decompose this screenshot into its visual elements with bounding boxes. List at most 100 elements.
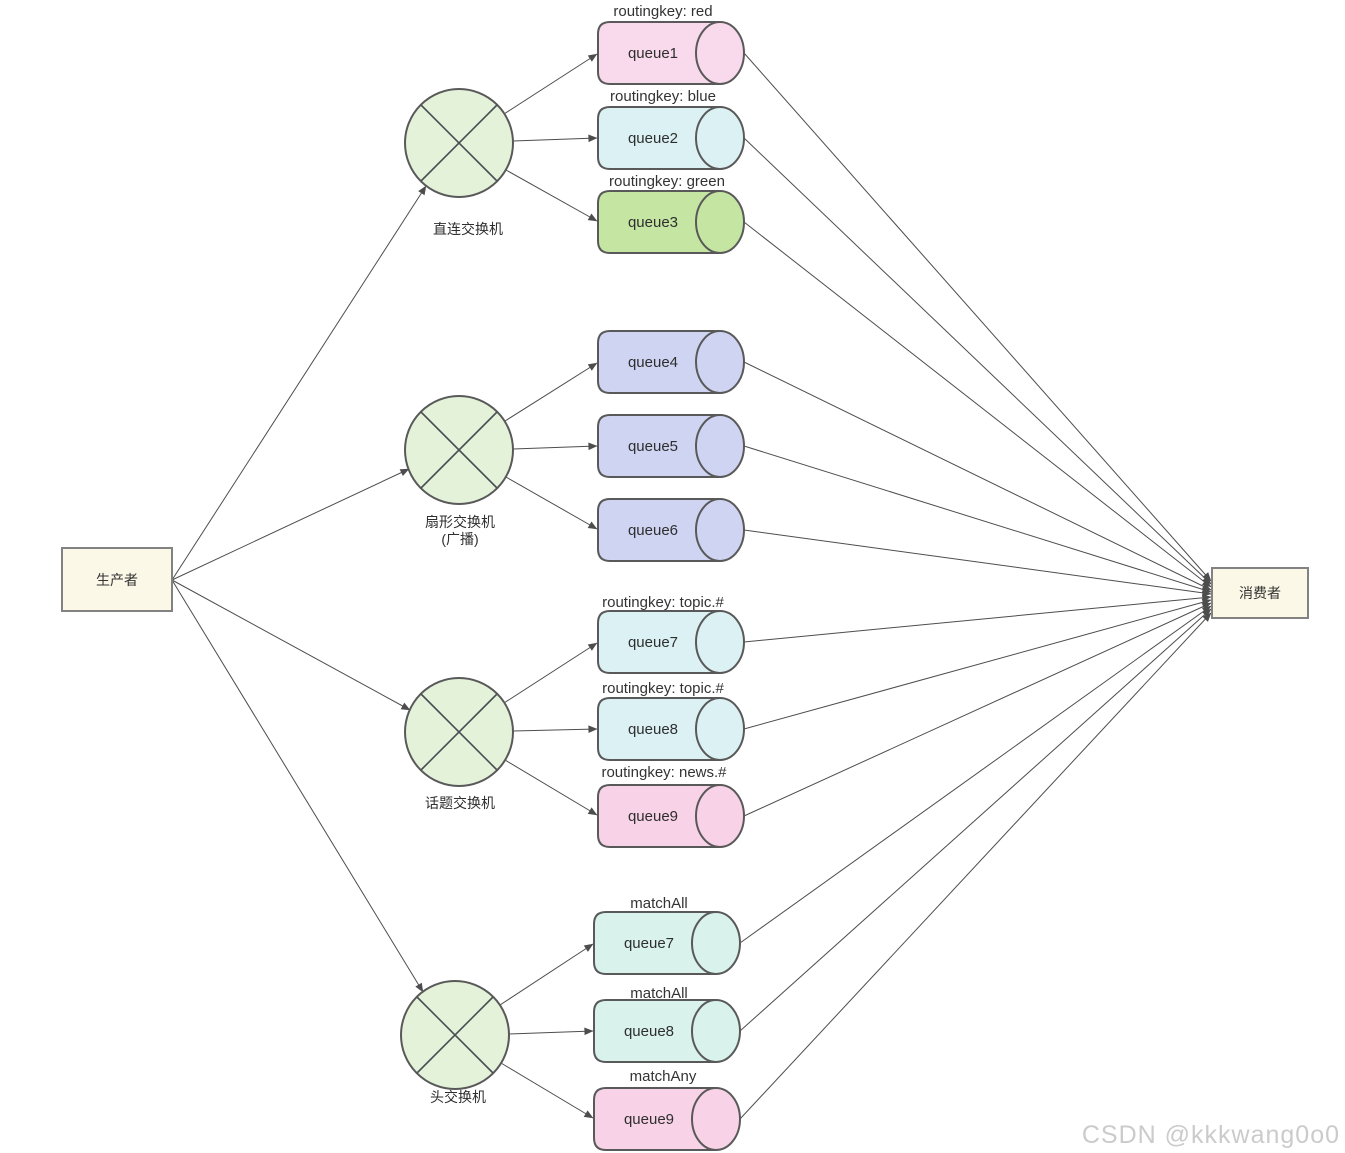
fanout-exchange: 扇形交换机 (广播) (404, 395, 514, 547)
queue6-label: queue6 (628, 522, 678, 539)
edge-queue9-to-consumer (743, 602, 1212, 817)
edge-topic-to-queue8 (512, 725, 598, 733)
queue-cylinder (597, 330, 745, 394)
exchange-queue-edges (499, 53, 598, 1119)
queue7b-binding-label: matchAll (630, 895, 688, 912)
queue7b-node: matchAll queue7 (593, 895, 741, 975)
edge-direct-to-queue2 (512, 134, 598, 143)
queue9b-binding-label: matchAny (630, 1068, 697, 1085)
queue-cylinder (593, 999, 741, 1063)
edge-producer-to-topic-exchange (171, 579, 411, 711)
topic-exchange: 话题交换机 (404, 677, 514, 811)
consumer-label: 消费者 (1239, 585, 1281, 601)
queue9-node: routingkey: news.# queue9 (597, 764, 745, 848)
exchange-x-icon (420, 693, 498, 771)
queue-cylinder (597, 697, 745, 761)
edge-queue9b-to-consumer (739, 612, 1212, 1120)
edge-queue1-to-consumer (743, 52, 1212, 582)
queue3-binding-label: routingkey: green (609, 173, 725, 190)
queue7-node: routingkey: topic.# queue7 (597, 594, 745, 674)
edge-queue8-to-consumer (743, 598, 1212, 730)
cylinder-cap (695, 498, 721, 562)
cylinder-cap (695, 21, 721, 85)
producer-label: 生产者 (96, 572, 138, 588)
edge-queue2-to-consumer (743, 137, 1212, 585)
producer-box (61, 547, 173, 612)
queue8b-label: queue8 (624, 1023, 674, 1040)
edge-queue7-to-consumer (743, 594, 1212, 643)
direct-exchange: 直连交换机 (404, 88, 514, 237)
exchange-x-icon (420, 104, 498, 182)
cylinder-cap (695, 330, 721, 394)
queue1-node: routingkey: red queue1 (597, 3, 745, 85)
watermark-text: CSDN @kkkwang0o0 (1082, 1121, 1340, 1149)
fanout-exchange-sublabel: (广播) (441, 531, 478, 547)
headers-exchange: 头交换机 (400, 980, 510, 1105)
queue2-binding-label: routingkey: blue (610, 88, 716, 105)
headers-exchange-label: 头交换机 (430, 1089, 486, 1105)
edge-queue8b-to-consumer (739, 608, 1212, 1032)
cylinder-cap (695, 414, 721, 478)
cylinder-cap (695, 784, 721, 848)
queue8-node: routingkey: topic.# queue8 (597, 680, 745, 761)
queue2-label: queue2 (628, 130, 678, 147)
cylinder-cap (695, 697, 721, 761)
queue9b-label: queue9 (624, 1111, 674, 1128)
queue-cylinder (597, 610, 745, 674)
queue5-label: queue5 (628, 438, 678, 455)
edge-topic-to-queue7 (503, 642, 598, 704)
cylinder-cap (691, 911, 717, 975)
cylinder-cap (691, 1087, 717, 1151)
producer-node: 生产者 (61, 547, 173, 612)
consumer-edges (739, 52, 1212, 1120)
queue5-node: queue5 (597, 414, 745, 478)
queue6-node: queue6 (597, 498, 745, 562)
edge-direct-to-queue3 (505, 169, 598, 222)
cylinder-cap (695, 610, 721, 674)
queue8b-node: matchAll queue8 (593, 985, 741, 1063)
edge-producer-to-headers-exchange (171, 579, 424, 993)
producer-edges (171, 185, 427, 993)
queue-cylinder (593, 911, 741, 975)
consumer-node: 消费者 (1211, 567, 1309, 619)
edge-fanout-to-queue4 (504, 362, 598, 422)
edge-fanout-to-queue5 (512, 442, 598, 451)
edge-producer-to-direct-exchange (171, 185, 427, 581)
edge-headers-to-queue7 (499, 943, 594, 1006)
queue7b-label: queue7 (624, 935, 674, 952)
fanout-exchange-label: 扇形交换机 (425, 514, 495, 530)
cylinder-cap (695, 190, 721, 254)
topic-exchange-label: 话题交换机 (425, 795, 495, 811)
queue9-label: queue9 (628, 808, 678, 825)
queue3-label: queue3 (628, 214, 678, 231)
queue9-binding-label: routingkey: news.# (601, 764, 727, 781)
cylinder-cap (691, 999, 717, 1063)
edge-queue7b-to-consumer (739, 605, 1212, 944)
queue1-binding-label: routingkey: red (613, 3, 712, 20)
edge-fanout-to-queue6 (505, 476, 598, 530)
queue-cylinder (597, 784, 745, 848)
queue7-label: queue7 (628, 634, 678, 651)
queue8-label: queue8 (628, 721, 678, 738)
queue-cylinder (597, 190, 745, 254)
consumer-box (1211, 567, 1309, 619)
edge-queue6-to-consumer (743, 529, 1212, 597)
queue1-label: queue1 (628, 45, 678, 62)
queue3-node: routingkey: green queue3 (597, 173, 745, 254)
edge-queue3-to-consumer (743, 221, 1212, 588)
queue-cylinder (597, 21, 745, 85)
exchange-x-icon (416, 996, 494, 1074)
cylinder-cap (695, 106, 721, 170)
queue-cylinder (597, 106, 745, 170)
queue-cylinder (597, 414, 745, 478)
edge-headers-to-queue8 (508, 1027, 594, 1036)
queue2-node: routingkey: blue queue2 (597, 88, 745, 170)
queue-cylinder (593, 1087, 741, 1151)
queue8b-binding-label: matchAll (630, 985, 688, 1002)
edge-producer-to-fanout-exchange (171, 468, 410, 581)
queue8-binding-label: routingkey: topic.# (602, 680, 724, 697)
edge-direct-to-queue1 (503, 53, 598, 115)
queue4-node: queue4 (597, 330, 745, 394)
